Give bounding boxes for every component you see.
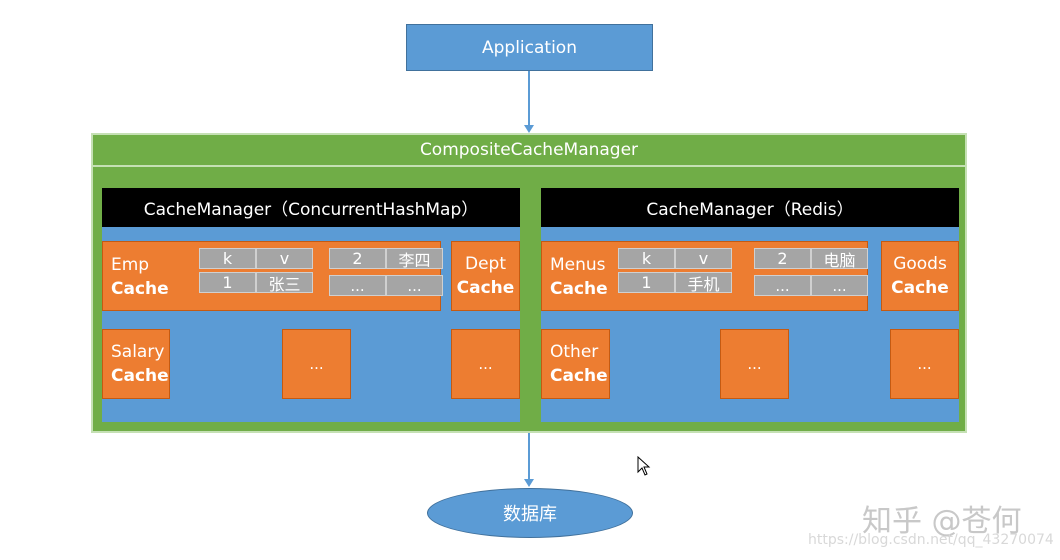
emp-table2-val-ellipsis: ... [386, 275, 443, 296]
concurrent-more-caches-middle: ... [282, 329, 351, 399]
goods-cache-word: Cache [891, 278, 949, 298]
menus-table2-val-ellipsis: ... [811, 275, 868, 296]
emp-cache-name: Emp [111, 255, 150, 275]
composite-cache-manager: CompositeCacheManager CacheManager（Concu… [91, 133, 967, 433]
salary-cache: Salary Cache [102, 329, 170, 399]
emp-table1-val-1: 张三 [256, 272, 313, 294]
arrow-head-composite [524, 125, 534, 133]
dept-cache-word: Cache [456, 278, 515, 298]
menus-cache-label: Menus Cache [542, 242, 622, 312]
mouse-cursor-icon [637, 456, 651, 476]
menus-cache-name: Menus [550, 255, 606, 275]
cache-manager-redis-title: CacheManager（Redis） [541, 188, 959, 227]
emp-cache-label: Emp Cache [103, 242, 193, 312]
other-cache-word: Cache [550, 366, 608, 386]
application-box: Application [406, 24, 653, 71]
menus-cache-word: Cache [550, 279, 608, 299]
other-cache-name: Other [550, 342, 599, 362]
arrow-composite-to-db [528, 433, 530, 480]
menus-table1-key-1: 1 [618, 272, 675, 293]
menus-table1-header-v: v [675, 248, 732, 269]
menus-table2-val-2: 电脑 [811, 248, 868, 270]
application-label: Application [482, 37, 577, 58]
emp-table1-header-v: v [256, 248, 313, 269]
cache-manager-concurrent-title: CacheManager（ConcurrentHashMap） [102, 188, 520, 227]
redis-more-caches-middle: ... [720, 329, 789, 399]
menus-cache: Menus Cache k v 1 手机 2 电脑 ... ... [541, 241, 868, 311]
emp-table1-header-k: k [199, 248, 256, 269]
emp-table1-key-1: 1 [199, 272, 256, 293]
concurrent-more-caches-right: ... [451, 329, 520, 399]
emp-table2-key-2: 2 [329, 248, 386, 269]
emp-table2-key-ellipsis: ... [329, 275, 386, 296]
menus-table2-key-ellipsis: ... [754, 275, 811, 296]
arrow-head-db [524, 479, 534, 487]
dept-cache-name: Dept [464, 254, 506, 274]
redis-more-caches-right: ... [890, 329, 959, 399]
goods-cache: Goods Cache [881, 241, 959, 311]
other-cache: Other Cache [541, 329, 610, 399]
menus-table2-key-2: 2 [754, 248, 811, 269]
composite-title: CompositeCacheManager [93, 135, 965, 167]
cache-manager-concurrent: CacheManager（ConcurrentHashMap） Emp Cach… [102, 188, 520, 422]
emp-cache: Emp Cache k v 1 张三 2 李四 ... ... [102, 241, 443, 312]
cache-manager-redis: CacheManager（Redis） Menus Cache k v 1 手机… [541, 188, 959, 422]
emp-cache-word: Cache [111, 279, 169, 299]
emp-table2-val-2: 李四 [386, 248, 443, 270]
goods-cache-name: Goods [893, 254, 947, 274]
menus-table1-val-1: 手机 [675, 272, 732, 294]
salary-cache-word: Cache [111, 366, 169, 386]
database-label: 数据库 [503, 504, 557, 525]
watermark-zhihu: 知乎 @苍何 [862, 504, 1022, 539]
salary-cache-name: Salary [111, 342, 165, 362]
arrow-app-to-composite [528, 71, 530, 126]
watermark-url: https://blog.csdn.net/qq_43270074 [808, 532, 1054, 548]
database-ellipse: 数据库 [427, 488, 633, 538]
dept-cache: Dept Cache [451, 241, 520, 311]
menus-table1-header-k: k [618, 248, 675, 269]
